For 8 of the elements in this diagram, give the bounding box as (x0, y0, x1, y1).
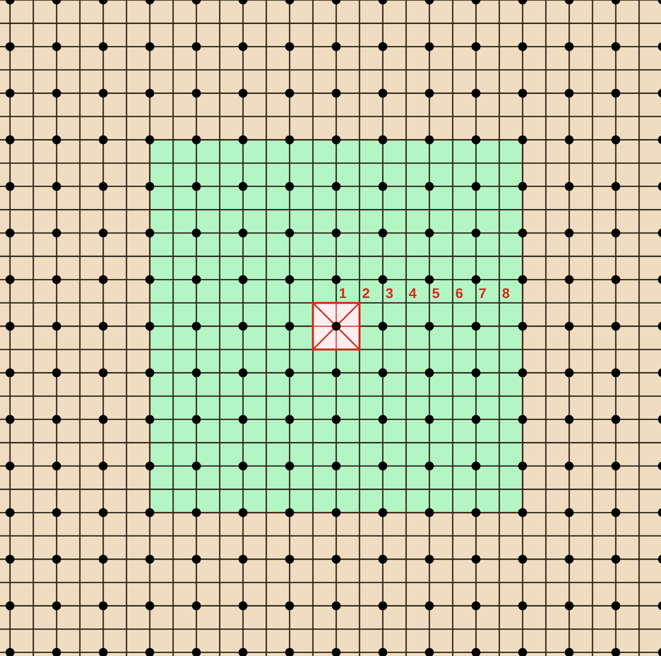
cell-number: 2 (362, 285, 370, 302)
cell-number: 8 (502, 285, 510, 302)
cell-number: 4 (408, 285, 417, 302)
cell-number: 3 (385, 285, 394, 302)
cell-number: 6 (455, 285, 464, 302)
cell-number: 1 (338, 285, 347, 302)
cell-number: 7 (478, 285, 486, 302)
cell-number: 5 (432, 285, 440, 302)
